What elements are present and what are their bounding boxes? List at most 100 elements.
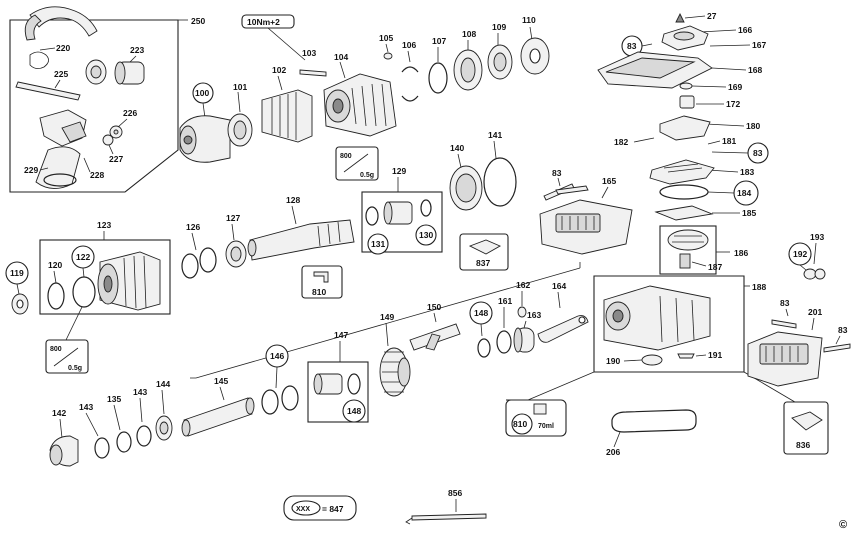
callout-185: 185 xyxy=(742,208,756,218)
part-836 xyxy=(791,411,823,431)
ring-107 xyxy=(428,62,448,94)
callout-226: 226 xyxy=(123,108,137,118)
side-handle xyxy=(29,6,98,37)
callout-183: 183 xyxy=(740,167,754,177)
callout-126: 126 xyxy=(186,222,200,232)
screw-103 xyxy=(299,69,327,77)
callout-193: 193 xyxy=(810,232,824,242)
callout-201: 201 xyxy=(808,307,822,317)
tool-810a xyxy=(313,271,329,283)
callout-810a: 810 xyxy=(312,287,326,297)
callout-142: 142 xyxy=(52,408,66,418)
callout-191: 191 xyxy=(708,350,722,360)
connecting-rod-164 xyxy=(537,315,589,343)
ring-146 xyxy=(261,389,279,415)
callout-107: 107 xyxy=(432,36,446,46)
gear-ribs xyxy=(271,92,297,140)
callout-129: 129 xyxy=(392,166,406,176)
callout-169: 169 xyxy=(728,82,742,92)
kit-250-group: 250 220 223 225 226 227 228 229 xyxy=(9,6,205,193)
callout-83e: 83 xyxy=(838,325,848,335)
callout-100: 100 xyxy=(195,88,209,98)
callout-161: 161 xyxy=(498,296,512,306)
callout-182: 182 xyxy=(614,137,628,147)
oring-184 xyxy=(659,184,709,200)
callout-228: 228 xyxy=(90,170,104,180)
grease-upper-code: 800 xyxy=(340,153,352,160)
plate-183 xyxy=(649,159,715,185)
callout-227: 227 xyxy=(109,154,123,164)
callout-119: 119 xyxy=(10,268,24,278)
callout-190: 190 xyxy=(606,356,620,366)
callout-206: 206 xyxy=(606,447,620,457)
depth-rod xyxy=(15,81,81,101)
grease-box-upper xyxy=(335,146,379,181)
callout-150: 150 xyxy=(427,302,441,312)
ring-148a xyxy=(477,338,491,358)
grease-lower-code: 800 xyxy=(50,346,62,353)
ring-122 xyxy=(72,276,96,308)
callout-180: 180 xyxy=(746,121,760,131)
callout-225: 225 xyxy=(54,69,68,79)
grease-upper-amount: 0.5g xyxy=(360,172,374,179)
seal-ring-206 xyxy=(611,409,697,433)
callout-165: 165 xyxy=(602,176,616,186)
grease-lower-amount: 0.5g xyxy=(68,365,82,372)
ring-143b xyxy=(94,437,110,459)
callout-101: 101 xyxy=(233,82,247,92)
callout-109: 109 xyxy=(492,22,506,32)
callout-102: 102 xyxy=(272,65,286,75)
callout-130: 130 xyxy=(419,230,433,240)
screw-27 xyxy=(675,12,685,23)
callout-172: 172 xyxy=(726,99,740,109)
callout-140: 140 xyxy=(450,143,464,153)
callout-circle-148b xyxy=(342,399,366,423)
gearbox-188 xyxy=(603,285,711,351)
callout-83c: 83 xyxy=(552,168,562,178)
bearing-190 xyxy=(641,354,663,366)
screw-83e xyxy=(823,343,851,353)
callout-188: 188 xyxy=(752,282,766,292)
pin-162 xyxy=(517,306,527,318)
callout-148a: 148 xyxy=(474,308,488,318)
callout-128: 128 xyxy=(286,195,300,205)
callout-143b: 143 xyxy=(79,402,93,412)
torque-spec: 10Nm+2 xyxy=(247,17,280,27)
plunger-172 xyxy=(679,95,695,109)
oil-volume: 70ml xyxy=(538,423,554,430)
oring-120 xyxy=(47,282,65,310)
callout-145: 145 xyxy=(214,376,228,386)
callout-135: 135 xyxy=(107,394,121,404)
kit-186-frame xyxy=(659,225,717,275)
shaft-187 xyxy=(679,253,691,269)
kit-147-frame xyxy=(307,361,369,423)
callout-186: 186 xyxy=(734,248,748,258)
ring-135 xyxy=(116,431,132,453)
callout-148b: 148 xyxy=(347,406,361,416)
callout-83a: 83 xyxy=(627,41,637,51)
callout-181: 181 xyxy=(722,136,736,146)
callout-131: 131 xyxy=(371,239,385,249)
oil-bottle xyxy=(533,403,547,415)
spring-169 xyxy=(679,82,693,90)
callout-105: 105 xyxy=(379,33,393,43)
ring-161 xyxy=(496,330,512,354)
spindle-128 xyxy=(249,219,355,261)
callout-circle-131 xyxy=(367,233,389,255)
cable-856 xyxy=(411,513,487,521)
callout-810b: 810 xyxy=(513,419,527,429)
callout-162: 162 xyxy=(516,280,530,290)
ring-141 xyxy=(483,157,517,207)
callout-83d: 83 xyxy=(780,298,790,308)
gasket-185 xyxy=(654,205,714,221)
callout-143a: 143 xyxy=(133,387,147,397)
legend-symbol xyxy=(291,500,321,516)
clamp-band xyxy=(35,146,81,189)
callout-163: 163 xyxy=(527,310,541,320)
callout-184: 184 xyxy=(737,188,751,198)
callout-187: 187 xyxy=(708,262,722,272)
callout-27: 27 xyxy=(707,11,717,21)
callout-circle-810b xyxy=(511,413,533,435)
callout-83b: 83 xyxy=(753,148,763,158)
callout-146: 146 xyxy=(270,351,284,361)
